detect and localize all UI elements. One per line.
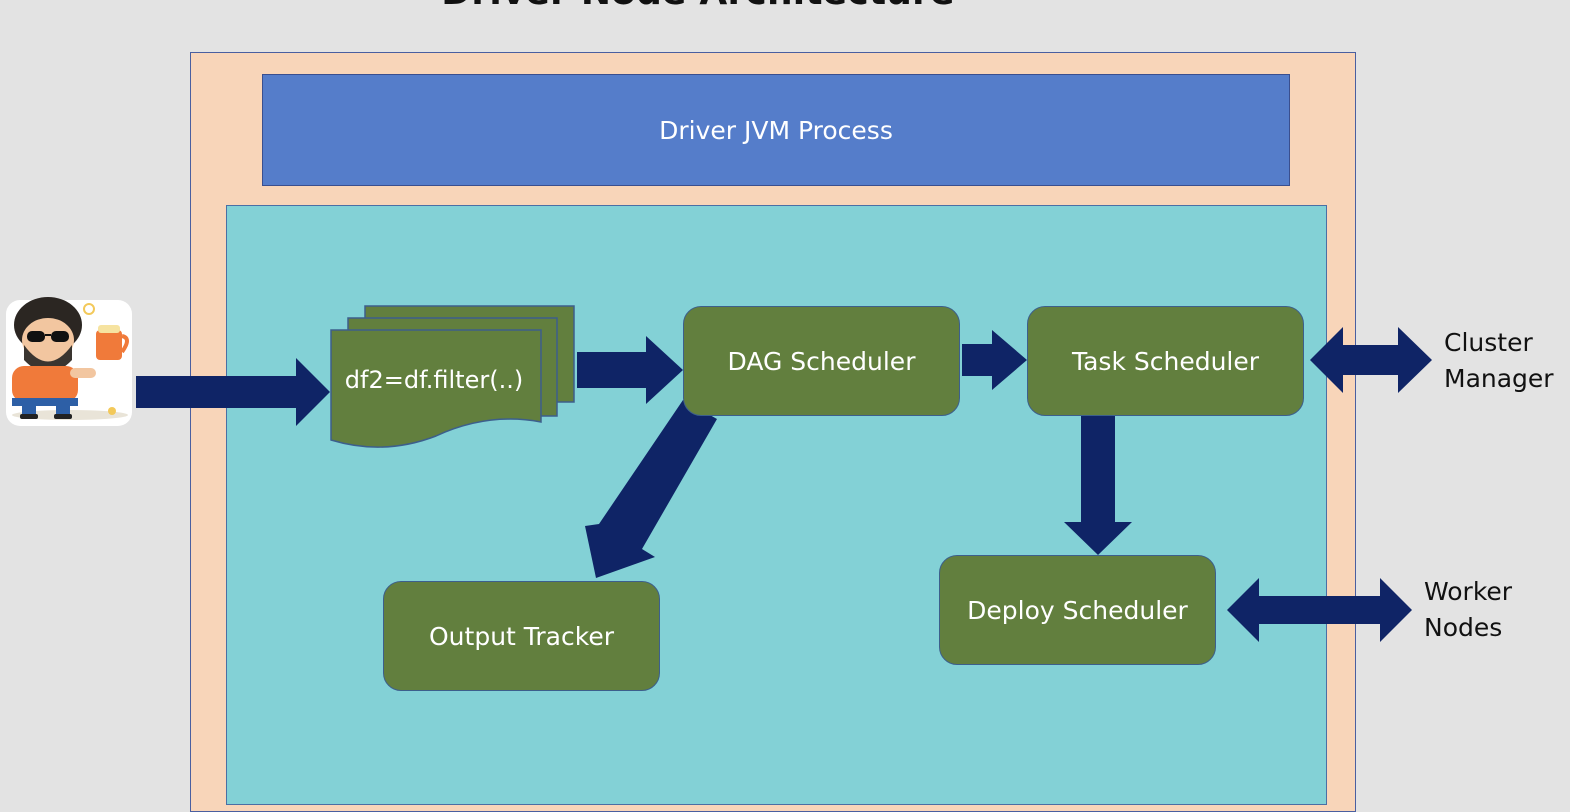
- arrow-dag-to-output: [585, 400, 717, 578]
- worker-nodes-label: Worker Nodes: [1424, 574, 1512, 646]
- worker-nodes-line-1: Worker: [1424, 577, 1513, 606]
- driver-jvm-process-box: Driver JVM Process: [262, 74, 1290, 186]
- page-title: Driver Node Architecture: [0, 0, 1396, 13]
- arrow-input: [136, 358, 330, 426]
- arrow-dag-to-task: [962, 330, 1027, 390]
- arrow-doc-to-dag: [577, 336, 683, 404]
- code-document-stack: [330, 305, 575, 448]
- arrow-deploy-worker-nodes: [1227, 578, 1412, 642]
- cluster-manager-line-1: Cluster: [1444, 328, 1533, 357]
- cluster-manager-label: Cluster Manager: [1444, 325, 1554, 397]
- code-document-text: df2=df.filter(..): [344, 366, 524, 394]
- developer-character-icon: [6, 297, 132, 426]
- deploy-scheduler-box: Deploy Scheduler: [939, 555, 1216, 665]
- coffee-mug-icon: [83, 303, 129, 360]
- task-scheduler-box: Task Scheduler: [1027, 306, 1304, 416]
- cluster-manager-line-2: Manager: [1444, 364, 1554, 393]
- output-tracker-box: Output Tracker: [383, 581, 660, 691]
- arrow-task-to-deploy: [1064, 416, 1132, 555]
- driver-inner-area: [226, 205, 1327, 805]
- diagram-graphics: [6, 297, 1432, 642]
- arrow-task-cluster-manager: [1310, 327, 1432, 393]
- worker-nodes-line-2: Nodes: [1424, 613, 1503, 642]
- dag-scheduler-box: DAG Scheduler: [683, 306, 960, 416]
